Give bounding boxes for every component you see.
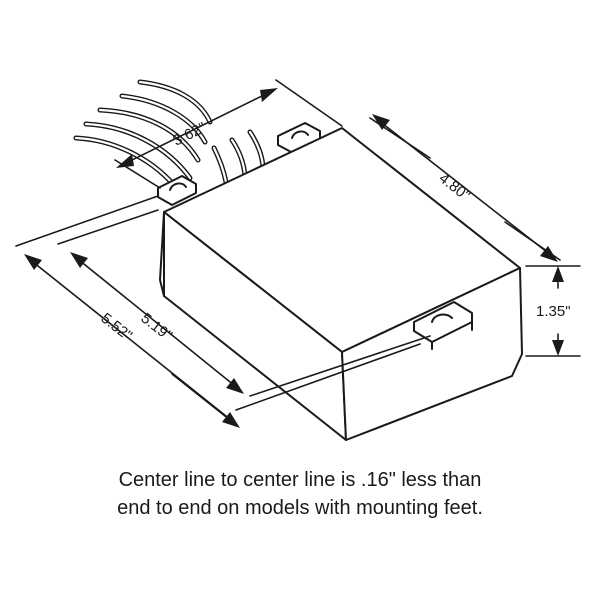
dimension-1-35: 1.35"	[525, 265, 581, 357]
ballast-box	[159, 127, 523, 441]
caption-line-1: Center line to center line is .16" less …	[118, 469, 482, 491]
caption-line-2: end to end on models with mounting feet.	[117, 497, 483, 519]
lead-wires	[73, 79, 266, 193]
box-side-face	[341, 267, 523, 441]
dimension-label-4-80: 4.80"	[436, 170, 474, 205]
diagram-caption: Center line to center line is .16" less …	[0, 466, 600, 522]
dimension-label-1-35: 1.35"	[536, 303, 571, 320]
mounting-foot-front	[413, 301, 473, 350]
dimension-label-5-19: 5.19"	[138, 310, 176, 345]
mounting-foot-back-left	[157, 175, 197, 206]
